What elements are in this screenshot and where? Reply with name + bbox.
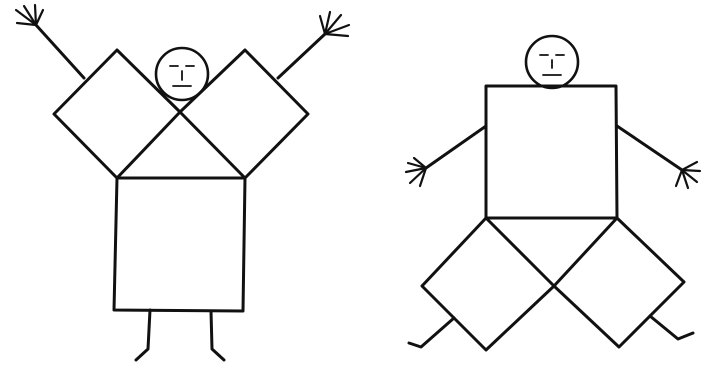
right-figure-left-arm bbox=[426, 126, 486, 168]
left-figure-left-leg bbox=[136, 310, 150, 360]
right-figure-right-foot bbox=[650, 316, 693, 339]
left-figure-right-leg bbox=[211, 311, 224, 360]
left-figure-left-arm bbox=[36, 25, 84, 78]
right-figure-left-foot bbox=[409, 318, 454, 347]
figure-left bbox=[16, 5, 349, 360]
right-figure-right-hand bbox=[676, 162, 700, 188]
right-figure-left-hand bbox=[406, 158, 426, 186]
left-figure-right-arm bbox=[278, 34, 325, 78]
right-figure-right-arm bbox=[617, 126, 682, 170]
left-figure-left-hand bbox=[16, 5, 43, 25]
right-figure-body-square bbox=[486, 86, 617, 218]
left-figure-right-hand bbox=[320, 12, 349, 36]
left-figure-body-square bbox=[114, 178, 245, 311]
figure-right bbox=[406, 36, 700, 350]
